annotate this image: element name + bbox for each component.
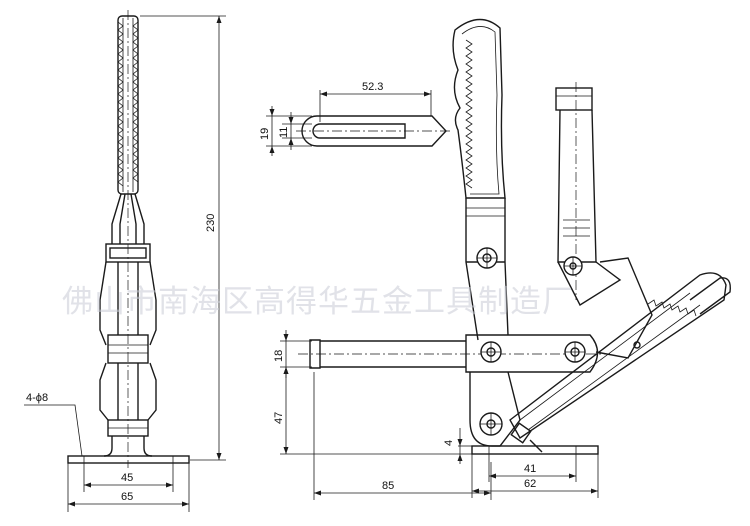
dim-65-label: 65	[121, 491, 133, 503]
front-base	[67, 455, 190, 464]
dim-base-thickness: 4	[443, 428, 472, 464]
dim-base-hole-spacing: 45	[83, 463, 174, 492]
side-handle-grip	[452, 18, 506, 199]
dim-base-length-inner: 41	[488, 454, 577, 482]
front-view: 4-ϕ8 45 65 230	[24, 10, 226, 512]
hole-callout: 4-ϕ8	[24, 392, 83, 457]
dim-total-height: 230	[140, 15, 226, 461]
dim-19-label: 19	[259, 128, 271, 140]
dim-spindle-height: 47	[273, 367, 472, 455]
dim-41-label: 41	[524, 463, 536, 475]
side-arm	[298, 334, 610, 373]
side-angled-lever	[509, 272, 731, 440]
dim-52-3-label: 52.3	[362, 81, 383, 93]
watermark-text: 佛山市南海区高得华五金工具制造厂	[62, 284, 574, 320]
slot-detail: 52.3 19 11	[259, 81, 452, 156]
dim-4-label: 4	[443, 440, 455, 446]
dim-11-label: 11	[278, 127, 290, 138]
dim-18-label: 18	[273, 350, 285, 362]
dim-85-label: 85	[382, 480, 394, 492]
dim-spindle-dia: 18	[273, 330, 312, 378]
dim-base-width: 65	[67, 463, 190, 512]
dim-62-label: 62	[524, 478, 536, 490]
dim-reach: 85	[313, 372, 492, 500]
side-upright	[555, 82, 653, 359]
front-neck	[111, 193, 145, 244]
dim-230-label: 230	[205, 214, 217, 232]
side-base	[471, 445, 599, 455]
side-view: 18 47 4 41 62	[273, 18, 731, 500]
hole-spec-label: 4-ϕ8	[26, 392, 48, 404]
dim-45-label: 45	[121, 472, 133, 484]
side-handle-shaft	[465, 198, 509, 341]
dim-47-label: 47	[273, 412, 285, 424]
dim-base-length: 62	[471, 454, 599, 498]
